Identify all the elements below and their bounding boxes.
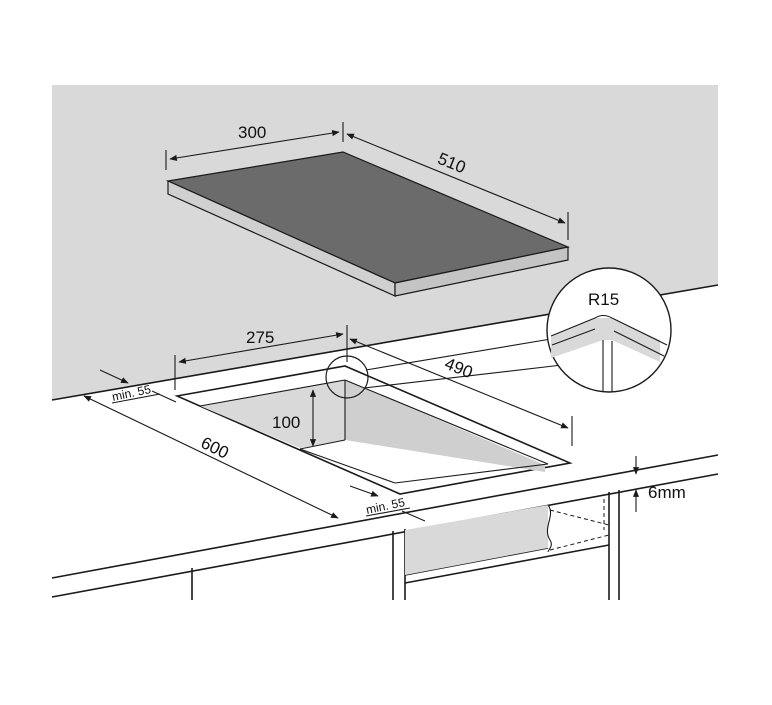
cooktop-width-dimension: [165, 122, 344, 170]
min-front-dimension: [349, 485, 426, 522]
corner-radius-label: R15: [588, 290, 619, 309]
worktop-depth-dimension: [83, 395, 339, 519]
gap-label: 6mm: [648, 483, 686, 502]
corner-detail-zoom: [546, 267, 672, 393]
cutout-width-label: 275: [246, 328, 274, 347]
cutout-depth-dimension: [349, 338, 573, 446]
worktop-front-top-edge: [51, 454, 719, 579]
worktop-front-bottom-edge: [51, 473, 719, 598]
cutout-height-label: 100: [272, 413, 300, 432]
cabinet-break-line: [546, 504, 552, 553]
cooktop-depth-dimension: [346, 133, 569, 240]
cooktop-width-label: 300: [238, 123, 266, 142]
min-back-dimension: [99, 369, 177, 404]
cutout-width-dimension: [174, 325, 348, 390]
cabinet: [191, 490, 620, 600]
cooktop-side-edge: [394, 246, 569, 297]
cabinet-inner-panel: [405, 505, 548, 575]
